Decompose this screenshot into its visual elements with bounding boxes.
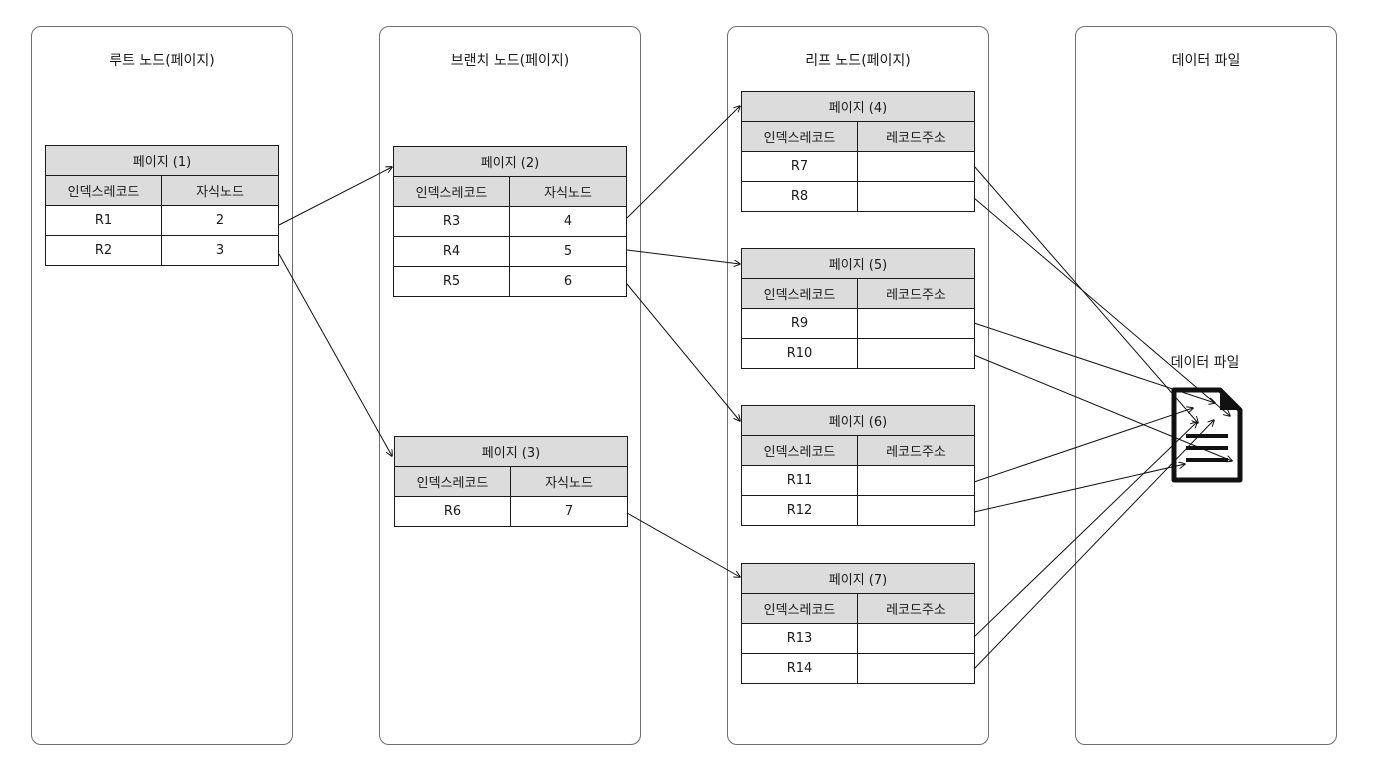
table-row: R4 5 [393, 236, 627, 267]
arrow-r5-page6 [626, 283, 740, 421]
record-r10: R10 [741, 338, 858, 369]
page-title-1: 페이지 (1) [45, 145, 279, 176]
page-table-2: 페이지 (2) 인덱스레코드 자식노드 R3 4 R4 5 R5 6 [393, 146, 627, 297]
page-title-5: 페이지 (5) [741, 248, 975, 279]
table-row: R2 3 [45, 235, 279, 266]
record-r3: R3 [393, 206, 510, 237]
child-node-cell: 4 [509, 206, 627, 237]
column-title-leaf: 리프 노드(페이지) [805, 53, 911, 69]
record-address-cell [857, 653, 975, 684]
page-title-2: 페이지 (2) [393, 146, 627, 177]
table-row: R9 [741, 308, 975, 339]
record-address-cell [857, 465, 975, 496]
page-table-5: 페이지 (5) 인덱스레코드 레코드주소 R9 R10 [741, 248, 975, 369]
column-title-branch: 브랜치 노드(페이지) [450, 53, 570, 69]
page-title-3: 페이지 (3) [394, 436, 628, 467]
data-file-label: 데이터 파일 [1170, 355, 1240, 371]
page-table-3: 페이지 (3) 인덱스레코드 자식노드 R6 7 [394, 436, 628, 527]
record-r13: R13 [741, 623, 858, 654]
child-node-cell: 6 [509, 266, 627, 297]
page-title-6: 페이지 (6) [741, 405, 975, 436]
page-title-7: 페이지 (7) [741, 563, 975, 594]
record-address-cell [857, 181, 975, 212]
record-r1: R1 [45, 205, 162, 236]
table-row: R6 7 [394, 496, 628, 527]
header-record-address: 레코드주소 [857, 593, 975, 624]
header-index-record: 인덱스레코드 [741, 121, 858, 152]
record-r14: R14 [741, 653, 858, 684]
page-table-1: 페이지 (1) 인덱스레코드 자식노드 R1 2 R2 3 [45, 145, 279, 266]
column-title-root: 루트 노드(페이지) [109, 53, 215, 69]
table-row: R14 [741, 653, 975, 684]
arrow-r2-page3 [278, 253, 392, 456]
header-index-record: 인덱스레코드 [394, 466, 511, 497]
child-node-cell: 7 [510, 496, 628, 527]
header-index-record: 인덱스레코드 [741, 593, 858, 624]
record-r2: R2 [45, 235, 162, 266]
page-table-7: 페이지 (7) 인덱스레코드 레코드주소 R13 R14 [741, 563, 975, 684]
column-root: 루트 노드(페이지) [31, 26, 293, 745]
page-title-4: 페이지 (4) [741, 91, 975, 122]
record-r4: R4 [393, 236, 510, 267]
record-address-cell [857, 495, 975, 526]
record-r8: R8 [741, 181, 858, 212]
record-r5: R5 [393, 266, 510, 297]
table-row: R12 [741, 495, 975, 526]
table-row: R5 6 [393, 266, 627, 297]
child-node-cell: 5 [509, 236, 627, 267]
table-row: R7 [741, 151, 975, 182]
record-address-cell [857, 151, 975, 182]
record-r12: R12 [741, 495, 858, 526]
record-r6: R6 [394, 496, 511, 527]
page-table-4: 페이지 (4) 인덱스레코드 레코드주소 R7 R8 [741, 91, 975, 212]
header-record-address: 레코드주소 [857, 278, 975, 309]
table-row: R10 [741, 338, 975, 369]
arrow-r3-page4 [626, 106, 740, 219]
document-icon [1168, 386, 1244, 490]
arrow-r4-page5 [626, 249, 740, 264]
header-child-node: 자식노드 [161, 175, 279, 206]
record-r9: R9 [741, 308, 858, 339]
column-branch: 브랜치 노드(페이지) [379, 26, 641, 745]
record-address-cell [857, 338, 975, 369]
header-index-record: 인덱스레코드 [741, 278, 858, 309]
record-address-cell [857, 623, 975, 654]
page-table-6: 페이지 (6) 인덱스레코드 레코드주소 R11 R12 [741, 405, 975, 526]
table-row: R11 [741, 465, 975, 496]
arrow-r1-page2 [278, 167, 392, 226]
header-record-address: 레코드주소 [857, 121, 975, 152]
table-row: R3 4 [393, 206, 627, 237]
record-address-cell [857, 308, 975, 339]
header-index-record: 인덱스레코드 [741, 435, 858, 466]
record-r7: R7 [741, 151, 858, 182]
header-record-address: 레코드주소 [857, 435, 975, 466]
child-node-cell: 2 [161, 205, 279, 236]
arrow-r6-page7 [626, 512, 740, 577]
table-row: R1 2 [45, 205, 279, 236]
header-child-node: 자식노드 [509, 176, 627, 207]
header-child-node: 자식노드 [510, 466, 628, 497]
child-node-cell: 3 [161, 235, 279, 266]
table-row: R13 [741, 623, 975, 654]
record-r11: R11 [741, 465, 858, 496]
header-index-record: 인덱스레코드 [45, 175, 162, 206]
header-index-record: 인덱스레코드 [393, 176, 510, 207]
table-row: R8 [741, 181, 975, 212]
column-title-data-file: 데이터 파일 [1171, 53, 1241, 69]
